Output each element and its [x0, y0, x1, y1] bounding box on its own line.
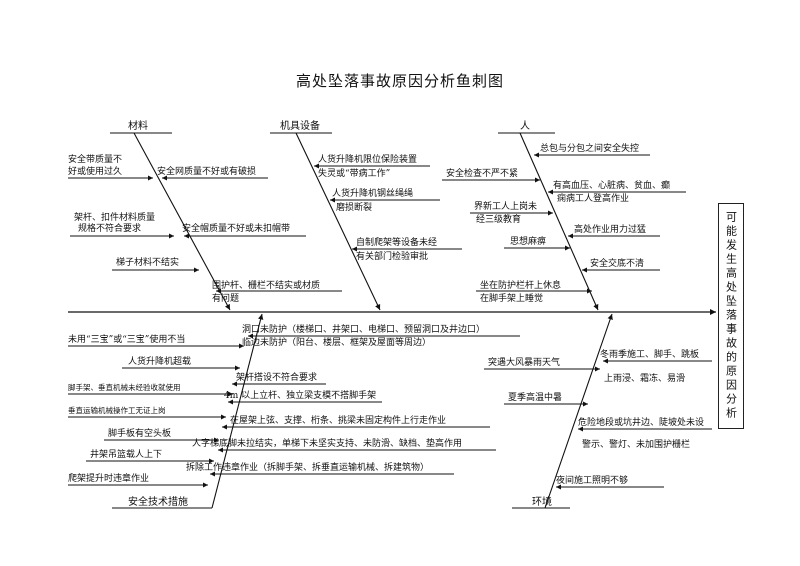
cause-text: 总包与分包之间安全失控 [540, 142, 639, 154]
cause-text: 围护杆、栅栏不结实或材质 [212, 279, 320, 291]
cause-text: 临边未防护（阳台、楼层、框架及屋面等周边） [242, 336, 431, 348]
bone-safety [211, 313, 264, 509]
bone-materials [133, 132, 231, 311]
cause-text: 安全网质量不好或有破损 [157, 165, 256, 177]
cause-text: 梯子材料不结实 [116, 256, 179, 268]
category-label-materials: 材料 [128, 119, 148, 132]
cause-text: 脚手板有空头板 [108, 427, 171, 439]
cause-text: 未用“三宝”或“三宝”使用不当 [68, 333, 185, 345]
cause-text: 架杆搭设不符合要求 [236, 371, 317, 383]
cause-text: 洞口未防护（楼梯口、井架口、电梯口、预留洞口及井边口） [242, 323, 485, 335]
cause-text: 夜间施工照明不够 [556, 474, 628, 486]
cause-text: 有关部门检验审批 [356, 250, 428, 262]
bone-equipment [295, 132, 381, 311]
cause-text: 在屋架上弦、支撑、桁条、挑梁未固定构件上行走作业 [230, 414, 446, 426]
cause-text: 脚手架、垂直机械未经验收就使用 [68, 382, 181, 392]
cause-text: 人货升降机超载 [128, 355, 191, 367]
cause-text: 架杆、扣件材料质量 [74, 211, 155, 223]
cause-text: 思想麻痹 [510, 235, 546, 247]
cause-text: 警示、警灯、未加围护栅栏 [582, 438, 690, 450]
cause-text: 拆除工作违章作业（拆脚手架、拆垂直运输机械、拆建筑物） [186, 461, 429, 473]
cause-text: 夏季高温中暑 [508, 391, 562, 403]
category-label-environment: 环境 [532, 495, 552, 508]
page-title: 高处坠落事故原因分析鱼刺图 [295, 72, 504, 90]
cause-text: 安全交底不清 [590, 257, 644, 269]
bone-environment [544, 313, 613, 509]
cause-text: 坐在防护栏杆上休息 [480, 279, 561, 291]
category-label-people: 人 [520, 120, 530, 132]
cause-text: 在脚手架上睡觉 [480, 292, 543, 304]
cause-text: 磨损断裂 [336, 201, 372, 213]
cause-text: 规格不符合要求 [78, 222, 141, 234]
cause-text: 4m 以上立杆、独立梁支模不搭脚手架 [224, 389, 376, 401]
cause-text: 好或使用过久 [68, 165, 122, 177]
cause-text: 冬雨季施工、脚手、跳板 [600, 348, 699, 360]
cause-text: 界新工人上岗未 [474, 200, 537, 212]
cause-text: 突遇大风暴雨天气 [488, 356, 560, 368]
cause-text: 痫病工人登高作业 [557, 192, 629, 204]
cause-text: 经三级教育 [476, 213, 521, 225]
cause-text: 安全带质量不 [68, 153, 122, 165]
cause-text: 危险地段或坑井边、陡坡处未设 [578, 416, 704, 428]
effect-text: 可能发生高处坠落事故的原因分析 [724, 211, 738, 421]
cause-text: 人货升降机钢丝绳绳 [332, 187, 413, 199]
cause-text: 人字梯底脚未拉结实，单梯下未坚实支持、未防滑、缺档、垫高作用 [192, 437, 462, 449]
cause-text: 爬架提升时违章作业 [68, 472, 149, 484]
cause-text: 人货升降机限位保险装置 [318, 153, 417, 165]
cause-text: 失灵或“带病工作” [318, 167, 390, 179]
category-label-safety: 安全技术措施 [128, 495, 188, 508]
category-label-equipment: 机具设备 [280, 119, 320, 132]
cause-text: 有高血压、心脏病、贫血、癫 [553, 179, 670, 191]
cause-text: 自制爬架等设备未经 [356, 236, 437, 248]
bone-people [519, 132, 599, 311]
cause-text: 安全帽质量不好或未扣帽带 [182, 222, 290, 234]
cause-text: 有问题 [212, 292, 239, 304]
cause-text: 高处作业用力过猛 [574, 223, 646, 235]
cause-text: 垂直运输机械操作工无证上岗 [68, 405, 166, 415]
effect-box: 可能发生高处坠落事故的原因分析 [718, 203, 744, 429]
cause-text: 上雨浸、霜冻、易滑 [604, 372, 685, 384]
cause-text: 安全检查不严不紧 [446, 167, 518, 179]
cause-text: 井架吊篮载人上下 [90, 448, 162, 460]
